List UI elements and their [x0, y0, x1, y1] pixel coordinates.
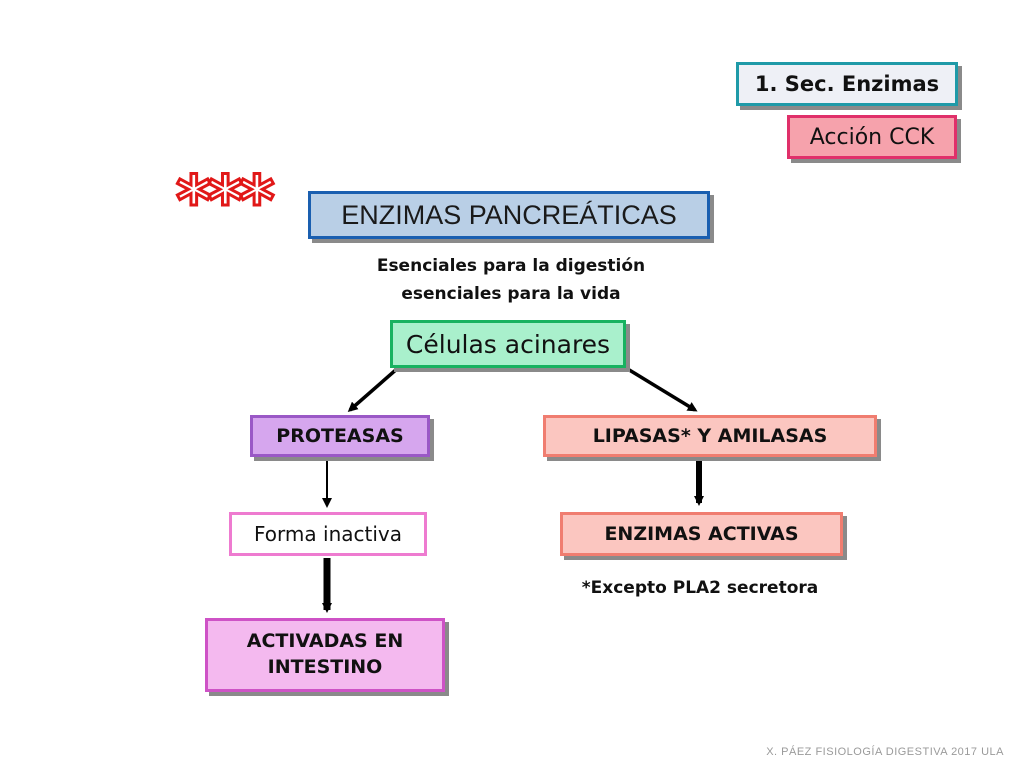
- stars-marker: ***: [175, 162, 277, 241]
- title-enzimas-pancreaticas: ENZIMAS PANCREÁTICAS: [308, 191, 710, 239]
- node-enzimas-activas: ENZIMAS ACTIVAS: [560, 512, 843, 556]
- node-activadas-en-intestino: ACTIVADAS EN INTESTINO: [205, 618, 445, 692]
- node-celulas-acinares: Células acinares: [390, 320, 626, 368]
- arrow-acinar-to-proteasas: [347, 366, 400, 412]
- arrow-acinar-to-lipasas: [625, 366, 698, 412]
- section-label-accion-cck: Acción CCK: [787, 115, 957, 159]
- intestino-line-1: ACTIVADAS EN: [246, 630, 404, 653]
- node-proteasas: PROTEASAS: [250, 415, 430, 457]
- section-label-sec-enzimas: 1. Sec. Enzimas: [736, 62, 958, 106]
- node-lipasas-amilasas: LIPASAS* Y AMILASAS: [543, 415, 877, 457]
- note-excepto-pla2: *Excepto PLA2 secretora: [581, 578, 819, 598]
- intestino-line-2: INTESTINO: [267, 656, 383, 678]
- subtitle-line-2: esenciales para la vida: [401, 284, 621, 304]
- node-forma-inactiva: Forma inactiva: [229, 512, 427, 556]
- footer-credit: X. PÁEZ FISIOLOGÍA DIGESTIVA 2017 ULA: [766, 746, 1004, 758]
- subtitle-line-1: Esenciales para la digestión: [376, 256, 646, 276]
